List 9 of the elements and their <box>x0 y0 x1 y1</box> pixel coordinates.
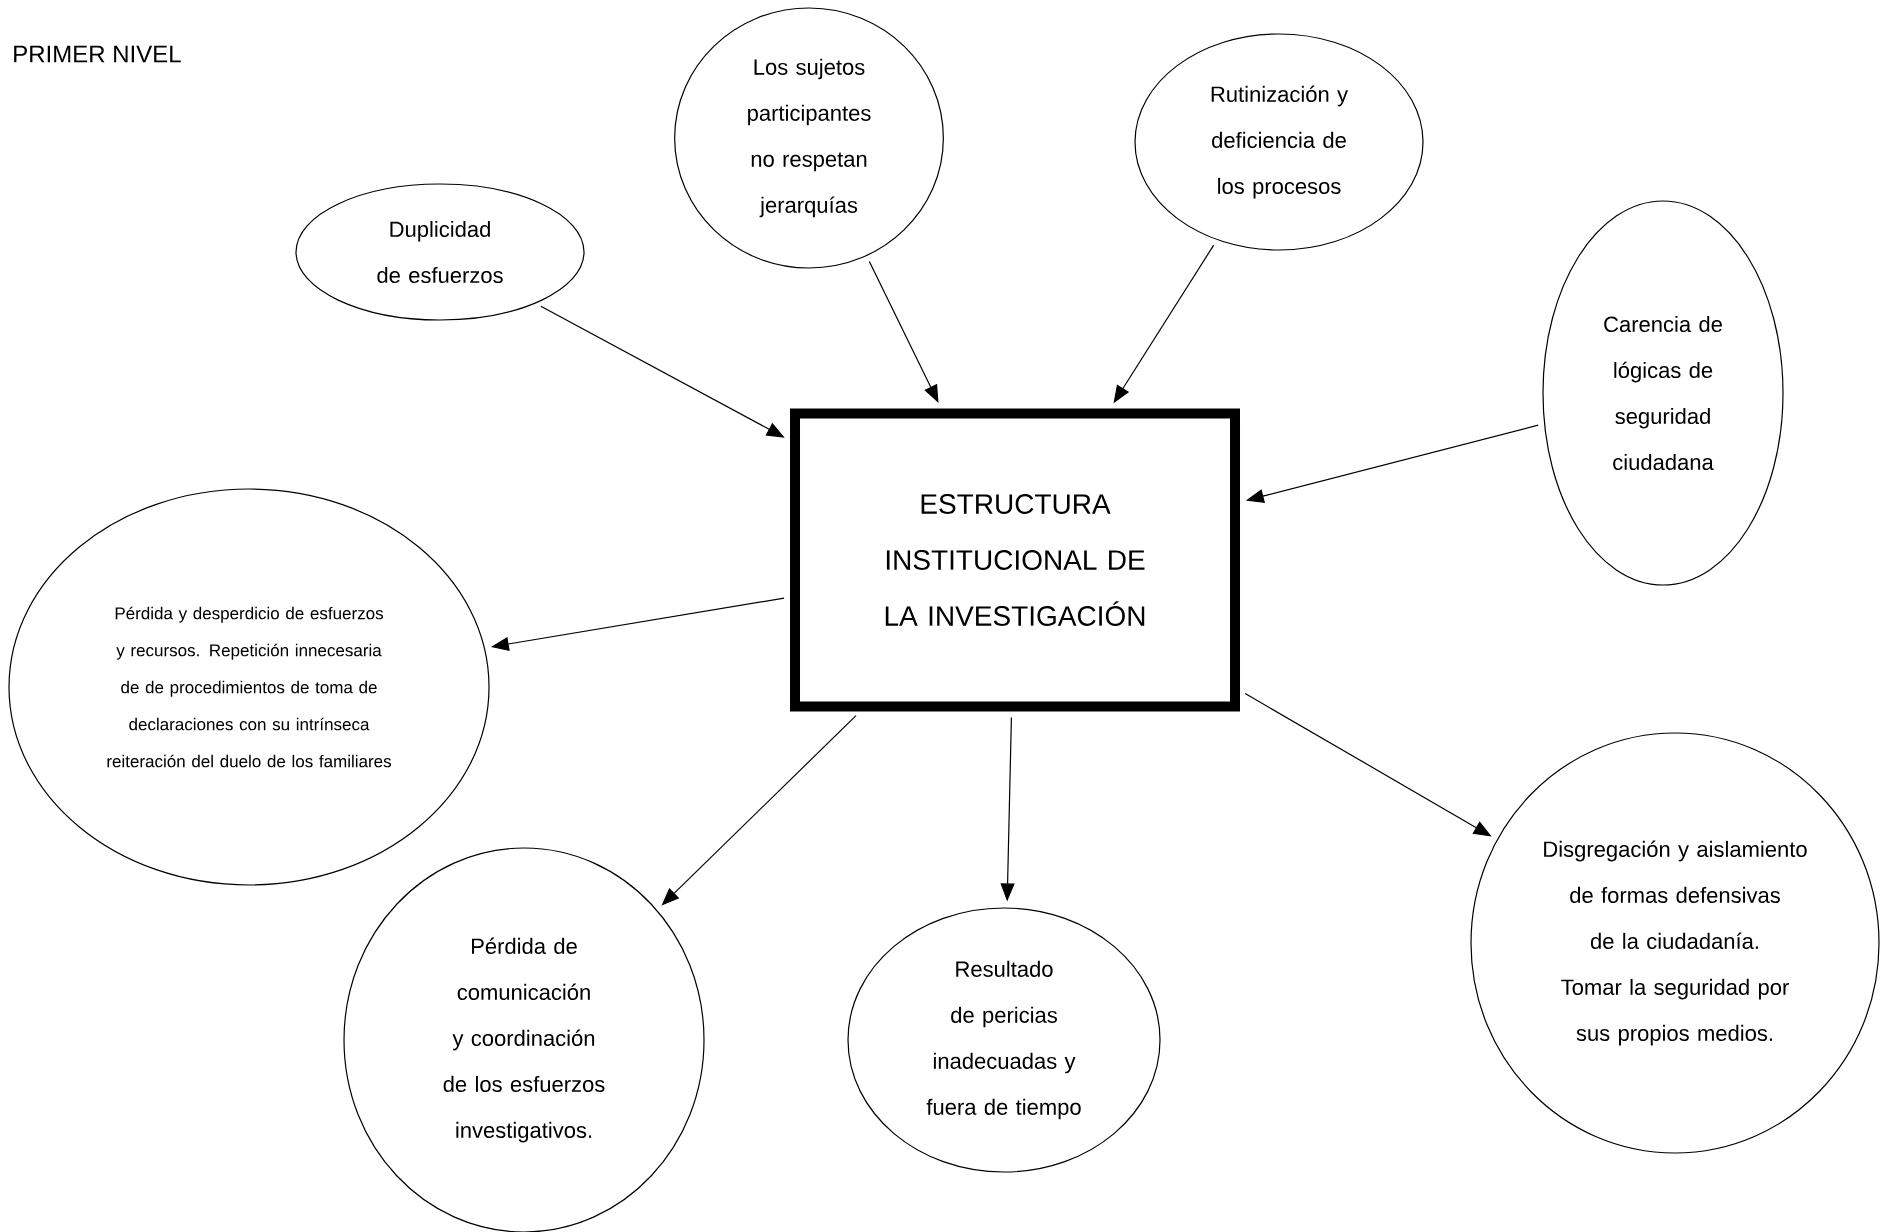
ellipse-node: Resultado de pericias inadecuadas y fuera de tiempo <box>847 907 1161 1173</box>
ellipse-node: Los sujetos participantes no respetan jerarquías <box>674 7 944 269</box>
heading: PRIMER NIVEL <box>14 45 181 63</box>
ellipse-node: Rutinización y deficiencia de los procesos <box>1134 33 1424 251</box>
ellipse-node: Carencia de lógicas de seguridad ciudadana <box>1542 200 1784 586</box>
ellipse-node: Duplicidad de esfuerzos <box>295 183 585 321</box>
process-box: ESTRUCTURA INSTITUCIONAL DE LA INVESTIGACIÓN <box>790 408 1240 712</box>
ellipse-node: Pérdida y desperdicio de esfuerzos y recursos. Repetición innecesaria de de procedimientos de toma de declaraciones con su intrínseca reiteración del duelo de los familiares <box>8 488 490 886</box>
ellipse-node: Disgregación y aislamiento de formas defensivas de la ciudadanía. Tomar la seguridad por sus propios medios. <box>1470 732 1880 1154</box>
